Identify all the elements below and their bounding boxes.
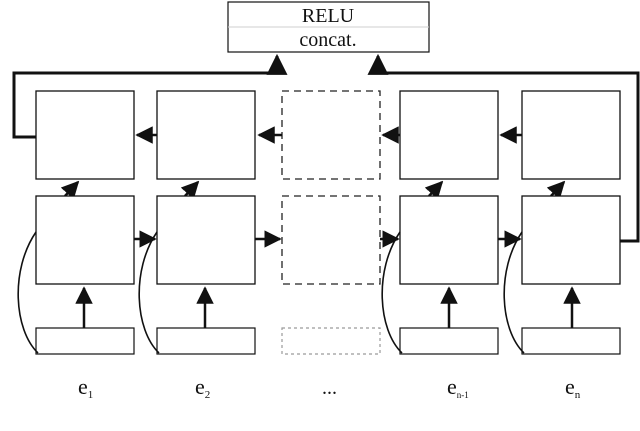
diagonal-arrow bbox=[546, 180, 566, 200]
backward-cell-n bbox=[521, 90, 621, 180]
input-label-n: en bbox=[565, 374, 581, 401]
backward-lstm-row bbox=[35, 90, 621, 180]
curved-connections bbox=[17, 231, 525, 354]
input-label-1: e1 bbox=[78, 374, 93, 401]
embedding-box-n-1 bbox=[399, 327, 499, 355]
forward-cell-n bbox=[521, 195, 621, 285]
backward-cell-n-1 bbox=[399, 90, 499, 180]
forward-lstm-row bbox=[35, 195, 621, 285]
forward-cell-ellipsis bbox=[281, 195, 381, 285]
embedding-box-2 bbox=[156, 327, 256, 355]
backward-cell-1 bbox=[35, 90, 135, 180]
forward-cell-2 bbox=[156, 195, 256, 285]
embedding-box-1 bbox=[35, 327, 135, 355]
relu-label: RELU bbox=[302, 5, 355, 27]
concat-label: concat. bbox=[299, 29, 356, 51]
diagonal-arrow bbox=[60, 180, 80, 200]
curved-arrow bbox=[503, 231, 525, 354]
embedding-box-n bbox=[521, 327, 621, 355]
curved-arrow bbox=[17, 231, 39, 354]
forward-cell-1 bbox=[35, 195, 135, 285]
backward-cell-2 bbox=[156, 90, 256, 180]
input-labels: e1 e2 ... en-1 en bbox=[78, 374, 581, 401]
input-arrows bbox=[75, 286, 581, 328]
diagonal-arrows bbox=[60, 180, 566, 200]
embedding-row bbox=[35, 327, 621, 355]
diagonal-arrow bbox=[180, 180, 200, 200]
curved-arrow bbox=[138, 231, 160, 354]
input-label-2: e2 bbox=[195, 374, 210, 401]
forward-cell-n-1 bbox=[399, 195, 499, 285]
output-connections bbox=[12, 53, 640, 243]
input-label-ellipsis: ... bbox=[322, 377, 337, 399]
embedding-box-ellipsis bbox=[281, 327, 381, 355]
backward-cell-ellipsis bbox=[281, 90, 381, 180]
diagonal-arrow bbox=[424, 180, 444, 200]
backward-output-line bbox=[12, 53, 288, 139]
relu-concat-box: RELU concat. bbox=[227, 1, 430, 53]
forward-output-line bbox=[367, 53, 640, 243]
input-label-n-1: en-1 bbox=[447, 374, 469, 400]
curved-arrow bbox=[381, 231, 403, 354]
